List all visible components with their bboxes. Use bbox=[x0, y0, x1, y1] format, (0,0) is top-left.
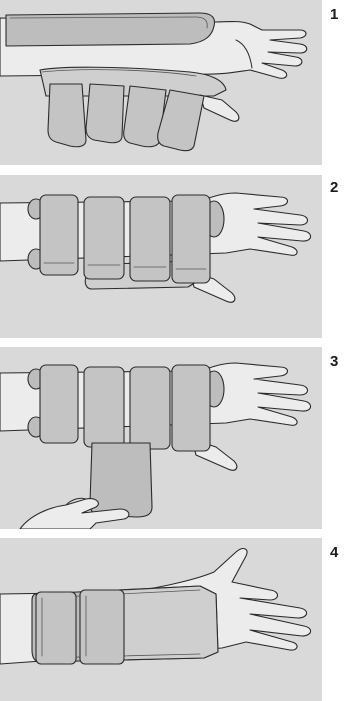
strap-3 bbox=[130, 197, 170, 281]
step-2-panel bbox=[0, 175, 322, 338]
step-4-illustration bbox=[0, 538, 322, 701]
thumb bbox=[200, 95, 239, 121]
strap-1 bbox=[48, 84, 86, 147]
step-1-illustration bbox=[0, 0, 322, 165]
strap-4 bbox=[172, 195, 210, 283]
step-3-illustration bbox=[0, 347, 322, 529]
strap-3 bbox=[130, 367, 170, 449]
strap-1 bbox=[40, 365, 78, 443]
step-number-2: 2 bbox=[330, 180, 338, 195]
strap-2 bbox=[86, 84, 124, 143]
step-2-illustration bbox=[0, 175, 322, 338]
strap-2 bbox=[84, 367, 124, 447]
step-number-4: 4 bbox=[330, 545, 338, 560]
step-number-1: 1 bbox=[330, 7, 338, 22]
strap-2 bbox=[80, 590, 124, 664]
step-4-panel bbox=[0, 538, 322, 701]
palmar-splint bbox=[90, 443, 152, 517]
strap-2 bbox=[84, 197, 124, 279]
step-1-panel bbox=[0, 0, 322, 165]
strap-4 bbox=[172, 365, 210, 451]
step-3-panel bbox=[0, 347, 322, 529]
step-number-3: 3 bbox=[330, 354, 338, 369]
brace-front bbox=[120, 586, 218, 660]
